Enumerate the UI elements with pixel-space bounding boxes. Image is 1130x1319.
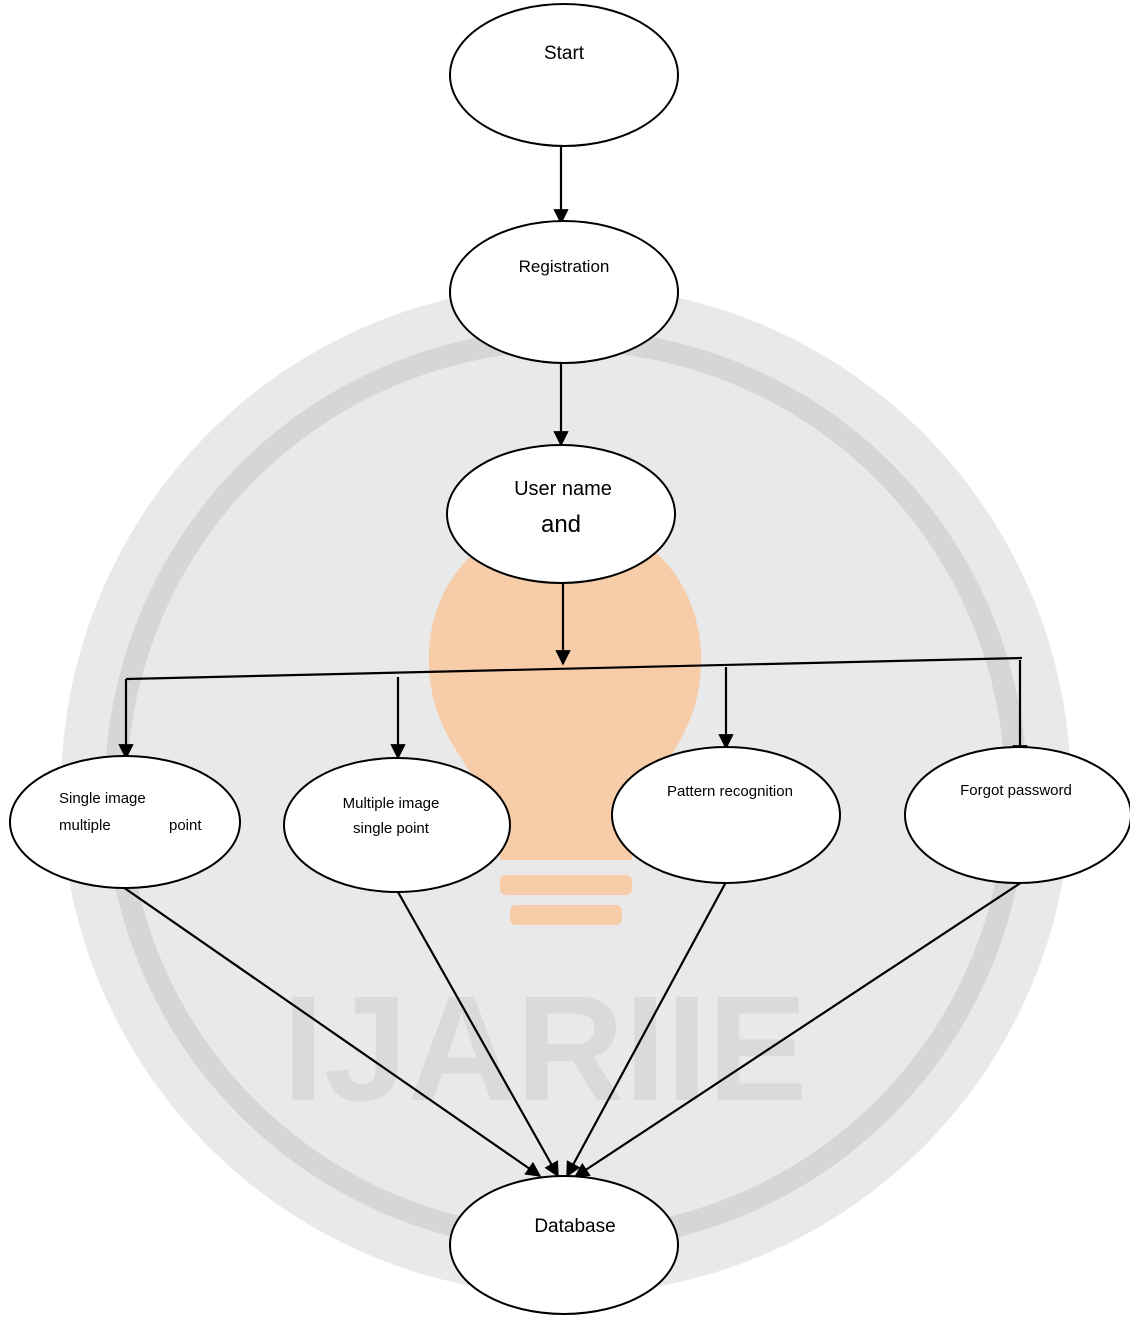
node-start: Start <box>449 3 679 147</box>
registration-ellipse <box>449 220 679 364</box>
bulb-base-1 <box>500 875 632 895</box>
arrow-multiple-image-to-database <box>397 891 559 1178</box>
arrow-forgot-to-database <box>573 881 1023 1178</box>
database-label: Database <box>534 1216 615 1237</box>
bulb-base-2 <box>510 905 622 925</box>
multiple-image-label-line2: single point <box>353 820 430 837</box>
node-pattern-recognition: Pattern recognition <box>611 746 841 884</box>
start-label: Start <box>544 43 585 64</box>
pattern-label: Pattern recognition <box>667 783 793 800</box>
single-image-label-line3: point <box>169 817 202 834</box>
pattern-ellipse <box>611 746 841 884</box>
node-forgot-password: Forgot password <box>904 746 1130 884</box>
single-image-label-line2: multiple <box>59 817 111 834</box>
username-label-line2: and <box>541 511 581 538</box>
arrow-pattern-to-database <box>566 881 727 1178</box>
forgot-ellipse <box>904 746 1130 884</box>
arrow-single-image-to-database <box>122 886 542 1177</box>
multiple-image-label-line1: Multiple image <box>343 795 440 812</box>
connectors <box>118 145 1028 1178</box>
single-image-label-line1: Single image <box>59 790 146 807</box>
database-ellipse <box>449 1175 679 1315</box>
watermark-text: IJARIIE <box>282 964 807 1132</box>
username-ellipse <box>446 444 676 584</box>
forgot-label: Forgot password <box>960 782 1072 799</box>
start-ellipse <box>449 3 679 147</box>
node-registration: Registration <box>449 220 679 364</box>
branch-bus-line <box>125 656 1023 681</box>
single-image-ellipse <box>9 755 241 889</box>
registration-label: Registration <box>519 257 610 276</box>
node-multiple-image: Multiple image single point <box>283 757 511 893</box>
username-label-line1: User name <box>514 478 612 500</box>
node-username: User name and <box>446 444 676 584</box>
node-database: Database <box>449 1175 679 1315</box>
node-single-image: Single image multiple point <box>9 755 241 889</box>
multiple-image-ellipse <box>283 757 511 893</box>
